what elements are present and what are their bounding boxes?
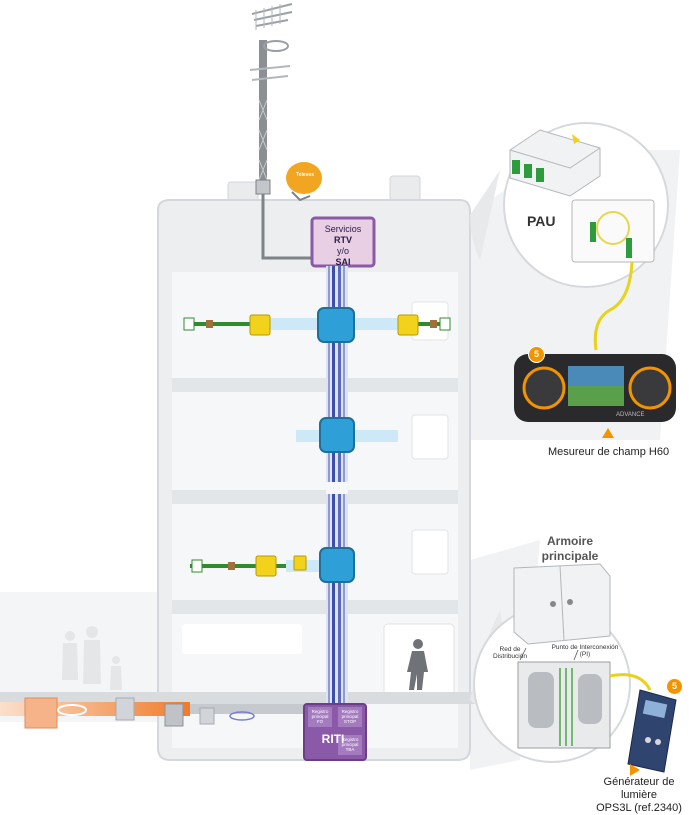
riti-sub-tba: Registro principal TBA bbox=[341, 737, 359, 752]
entry-box-1 bbox=[115, 697, 135, 721]
splitter-3 bbox=[319, 547, 355, 583]
conduit-grey bbox=[190, 704, 315, 714]
light-generator-icon bbox=[627, 689, 677, 773]
red-distribucion-label: Red de Distribución bbox=[493, 646, 527, 660]
tap-yellow bbox=[397, 314, 419, 336]
floor-slab-1 bbox=[172, 378, 458, 392]
window bbox=[411, 529, 449, 575]
socket bbox=[191, 559, 203, 573]
entry-box-2 bbox=[164, 703, 184, 727]
tap-yellow bbox=[249, 314, 271, 336]
generator-badge: 5 bbox=[666, 678, 683, 695]
pau-callout-wedge bbox=[470, 170, 500, 260]
fiber-patch-yellow bbox=[609, 673, 652, 691]
satellite-dish-icon: Televes bbox=[286, 162, 322, 202]
triangle-marker-icon bbox=[602, 428, 614, 438]
socket bbox=[206, 320, 213, 328]
servicios-line1: Servicios bbox=[324, 224, 362, 234]
armoire-label: Armoire principale bbox=[541, 534, 599, 563]
splitter-1 bbox=[317, 307, 355, 343]
servicios-box-label: Servicios RTV y/o SAI bbox=[315, 224, 371, 268]
tap-yellow bbox=[293, 555, 307, 571]
antenna-mast-icon bbox=[249, 3, 293, 195]
fiber-coil bbox=[229, 711, 255, 721]
riti-label: RITI bbox=[321, 732, 345, 746]
meter-brand-text: ADVANCE bbox=[616, 412, 645, 418]
window bbox=[182, 624, 302, 654]
riti-sub-stop: Registro principal STOP bbox=[341, 709, 359, 724]
riti-sub-fo: Registro principal FO bbox=[311, 709, 329, 724]
servicios-line2: RTV bbox=[334, 235, 352, 245]
tap-yellow bbox=[255, 555, 277, 577]
punto-interconexion-label: Punto de Interconexión (PI) bbox=[551, 644, 619, 658]
generator-caption: Générateur de lumière OPS3L (ref.2340) bbox=[584, 776, 694, 815]
family-silhouette-icon bbox=[62, 626, 122, 690]
entry-box-3 bbox=[199, 707, 215, 725]
pointer-line bbox=[519, 647, 527, 661]
manhole bbox=[24, 697, 58, 729]
distribution-rack-icon bbox=[517, 661, 611, 749]
meter-badge: 5 bbox=[528, 346, 545, 363]
socket bbox=[183, 317, 195, 331]
servicios-line3: y/o bbox=[336, 246, 349, 256]
pau-device-icon bbox=[509, 129, 601, 197]
triangle-marker-icon bbox=[630, 764, 640, 776]
fiber-patch-yellow bbox=[593, 261, 634, 351]
roof-parapet-right bbox=[389, 175, 421, 203]
dish-brand-text: Televes bbox=[296, 172, 314, 178]
splitter-2 bbox=[319, 417, 355, 453]
window bbox=[411, 414, 449, 460]
socket bbox=[439, 317, 451, 331]
floor-slab-2 bbox=[172, 490, 458, 504]
pau-label: PAU bbox=[527, 213, 556, 229]
generator-caption-line1: Générateur de lumière bbox=[603, 776, 675, 801]
field-meter-icon: ADVANCE bbox=[514, 354, 676, 422]
person-icon bbox=[407, 639, 428, 690]
meter-caption: Mesureur de champ H60 bbox=[548, 446, 670, 458]
antenna-cable bbox=[261, 194, 316, 260]
socket bbox=[228, 562, 235, 570]
servicios-line4: SAI bbox=[335, 257, 351, 267]
socket bbox=[430, 320, 437, 328]
floor-slab-3 bbox=[172, 600, 458, 614]
armoire-cabinet-icon bbox=[513, 563, 611, 645]
generator-caption-line2: OPS3L (ref.2340) bbox=[596, 802, 682, 814]
fiber-coil bbox=[57, 704, 87, 716]
pointer-line bbox=[573, 649, 579, 661]
pau-open-tray-icon bbox=[571, 199, 655, 263]
